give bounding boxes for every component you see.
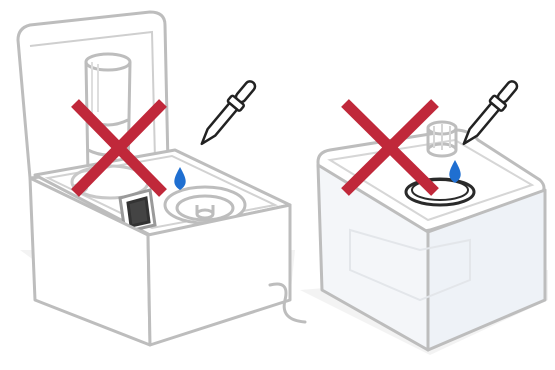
humidifier-base-illustration <box>18 12 305 345</box>
dropper-icon <box>196 77 260 149</box>
dropper-icon <box>458 77 522 149</box>
water-tank-illustration <box>300 77 548 355</box>
